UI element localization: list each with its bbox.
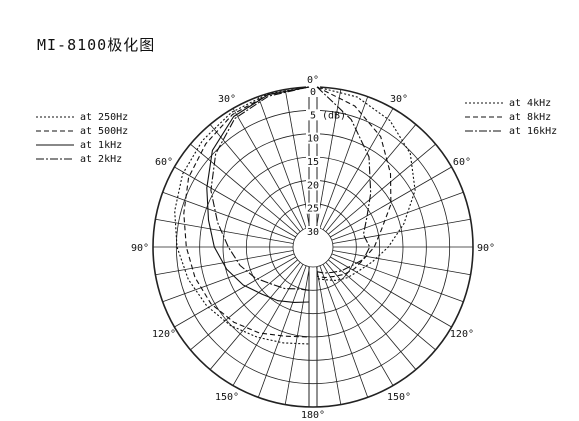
grid-spoke [209, 124, 301, 232]
ring-label-bg [306, 179, 320, 191]
series-line [206, 86, 310, 303]
angle-label: 120° [450, 329, 474, 340]
grid-spoke [174, 256, 296, 328]
grid-spoke [257, 265, 307, 398]
grid-spoke [155, 218, 294, 244]
series-line [316, 86, 416, 282]
grid-spoke [328, 143, 436, 235]
legend-swatch [36, 144, 74, 146]
grid-spoke [322, 108, 394, 230]
grid-spoke [232, 264, 304, 386]
series-line [174, 86, 310, 345]
angle-label: 120° [152, 329, 176, 340]
ring-label: 5 [310, 110, 316, 121]
legend-label: at 500Hz [80, 125, 129, 137]
grid-spoke [332, 250, 471, 276]
grid-spoke [331, 253, 464, 303]
grid-spoke [319, 265, 369, 398]
grid-spoke [209, 262, 301, 370]
legend-swatch [36, 158, 74, 160]
grid-spoke [190, 259, 298, 351]
angle-label: 60° [453, 157, 471, 168]
legend-item: at 8kHz [465, 110, 557, 124]
center-hole [294, 228, 332, 266]
grid-spoke [155, 250, 294, 276]
ring-label: 30 [307, 227, 319, 238]
grid-spoke [330, 166, 452, 238]
angle-label: 90° [131, 243, 149, 254]
ring-label: 15 [307, 157, 319, 168]
grid-spoke [257, 96, 307, 229]
series-line [316, 86, 372, 274]
series-line [316, 86, 392, 279]
angle-label: 30° [390, 94, 408, 105]
legend-right: at 4kHz at 8kHz at 16kHz [465, 96, 557, 138]
legend-swatch [465, 116, 503, 118]
legend-label: at 4kHz [509, 97, 552, 109]
ring-label-bg [306, 132, 320, 144]
grid-spoke [328, 259, 436, 351]
legend-item: at 4kHz [465, 96, 557, 110]
angle-label: 150° [215, 392, 239, 403]
grid-spoke [190, 143, 298, 235]
grid-spoke [284, 89, 310, 228]
grid-spoke [325, 262, 417, 370]
grid-spoke [322, 264, 394, 386]
series-line [210, 86, 310, 291]
legend-item: at 2kHz [36, 152, 128, 166]
grid-spoke [316, 89, 342, 228]
legend-item: at 1kHz [36, 138, 128, 152]
legend-swatch [36, 130, 74, 132]
angle-label: 90° [477, 243, 495, 254]
legend-item: at 500Hz [36, 124, 128, 138]
chart-title: MI-8100极化图 [37, 36, 156, 54]
grid-spoke [162, 253, 295, 303]
ring-label-bg [306, 86, 320, 97]
angle-label: 150° [387, 392, 411, 403]
unit-label: (dB) [322, 110, 346, 121]
legend-label: at 250Hz [80, 111, 129, 123]
ring-label-bg [306, 156, 320, 167]
grid-spoke [174, 166, 296, 238]
legend-label: at 8kHz [509, 111, 552, 123]
grid-spoke [332, 218, 471, 244]
grid-spoke [162, 191, 295, 241]
grid-spoke [316, 266, 342, 405]
ring-label: 0 [310, 87, 316, 98]
grid-spoke [330, 256, 452, 328]
legend-label: at 1kHz [80, 139, 123, 151]
grid-spoke [325, 124, 417, 232]
legend-label: at 16kHz [509, 125, 558, 137]
grid-spoke [319, 96, 369, 229]
ring-label-bg [306, 226, 320, 237]
legend-label: at 2kHz [80, 153, 123, 165]
legend-item: at 16kHz [465, 124, 557, 138]
series-line [183, 86, 310, 338]
ring-label: 10 [307, 134, 319, 145]
ring-label-bg [306, 202, 320, 214]
angle-label: 180° [301, 410, 325, 421]
legend-swatch [465, 130, 503, 132]
ring-label: 25 [307, 204, 319, 215]
angle-label: 0° [307, 75, 319, 86]
ring-label: 20 [307, 180, 319, 191]
ring-label-bg [306, 109, 320, 121]
grid-spoke [232, 108, 304, 230]
grid-spoke [331, 191, 464, 241]
legend-item: at 250Hz [36, 110, 128, 124]
legend-left: at 250Hz at 500Hz at 1kHz at 2kHz [36, 110, 128, 166]
angle-label: 30° [218, 94, 236, 105]
angle-label: 60° [155, 157, 173, 168]
